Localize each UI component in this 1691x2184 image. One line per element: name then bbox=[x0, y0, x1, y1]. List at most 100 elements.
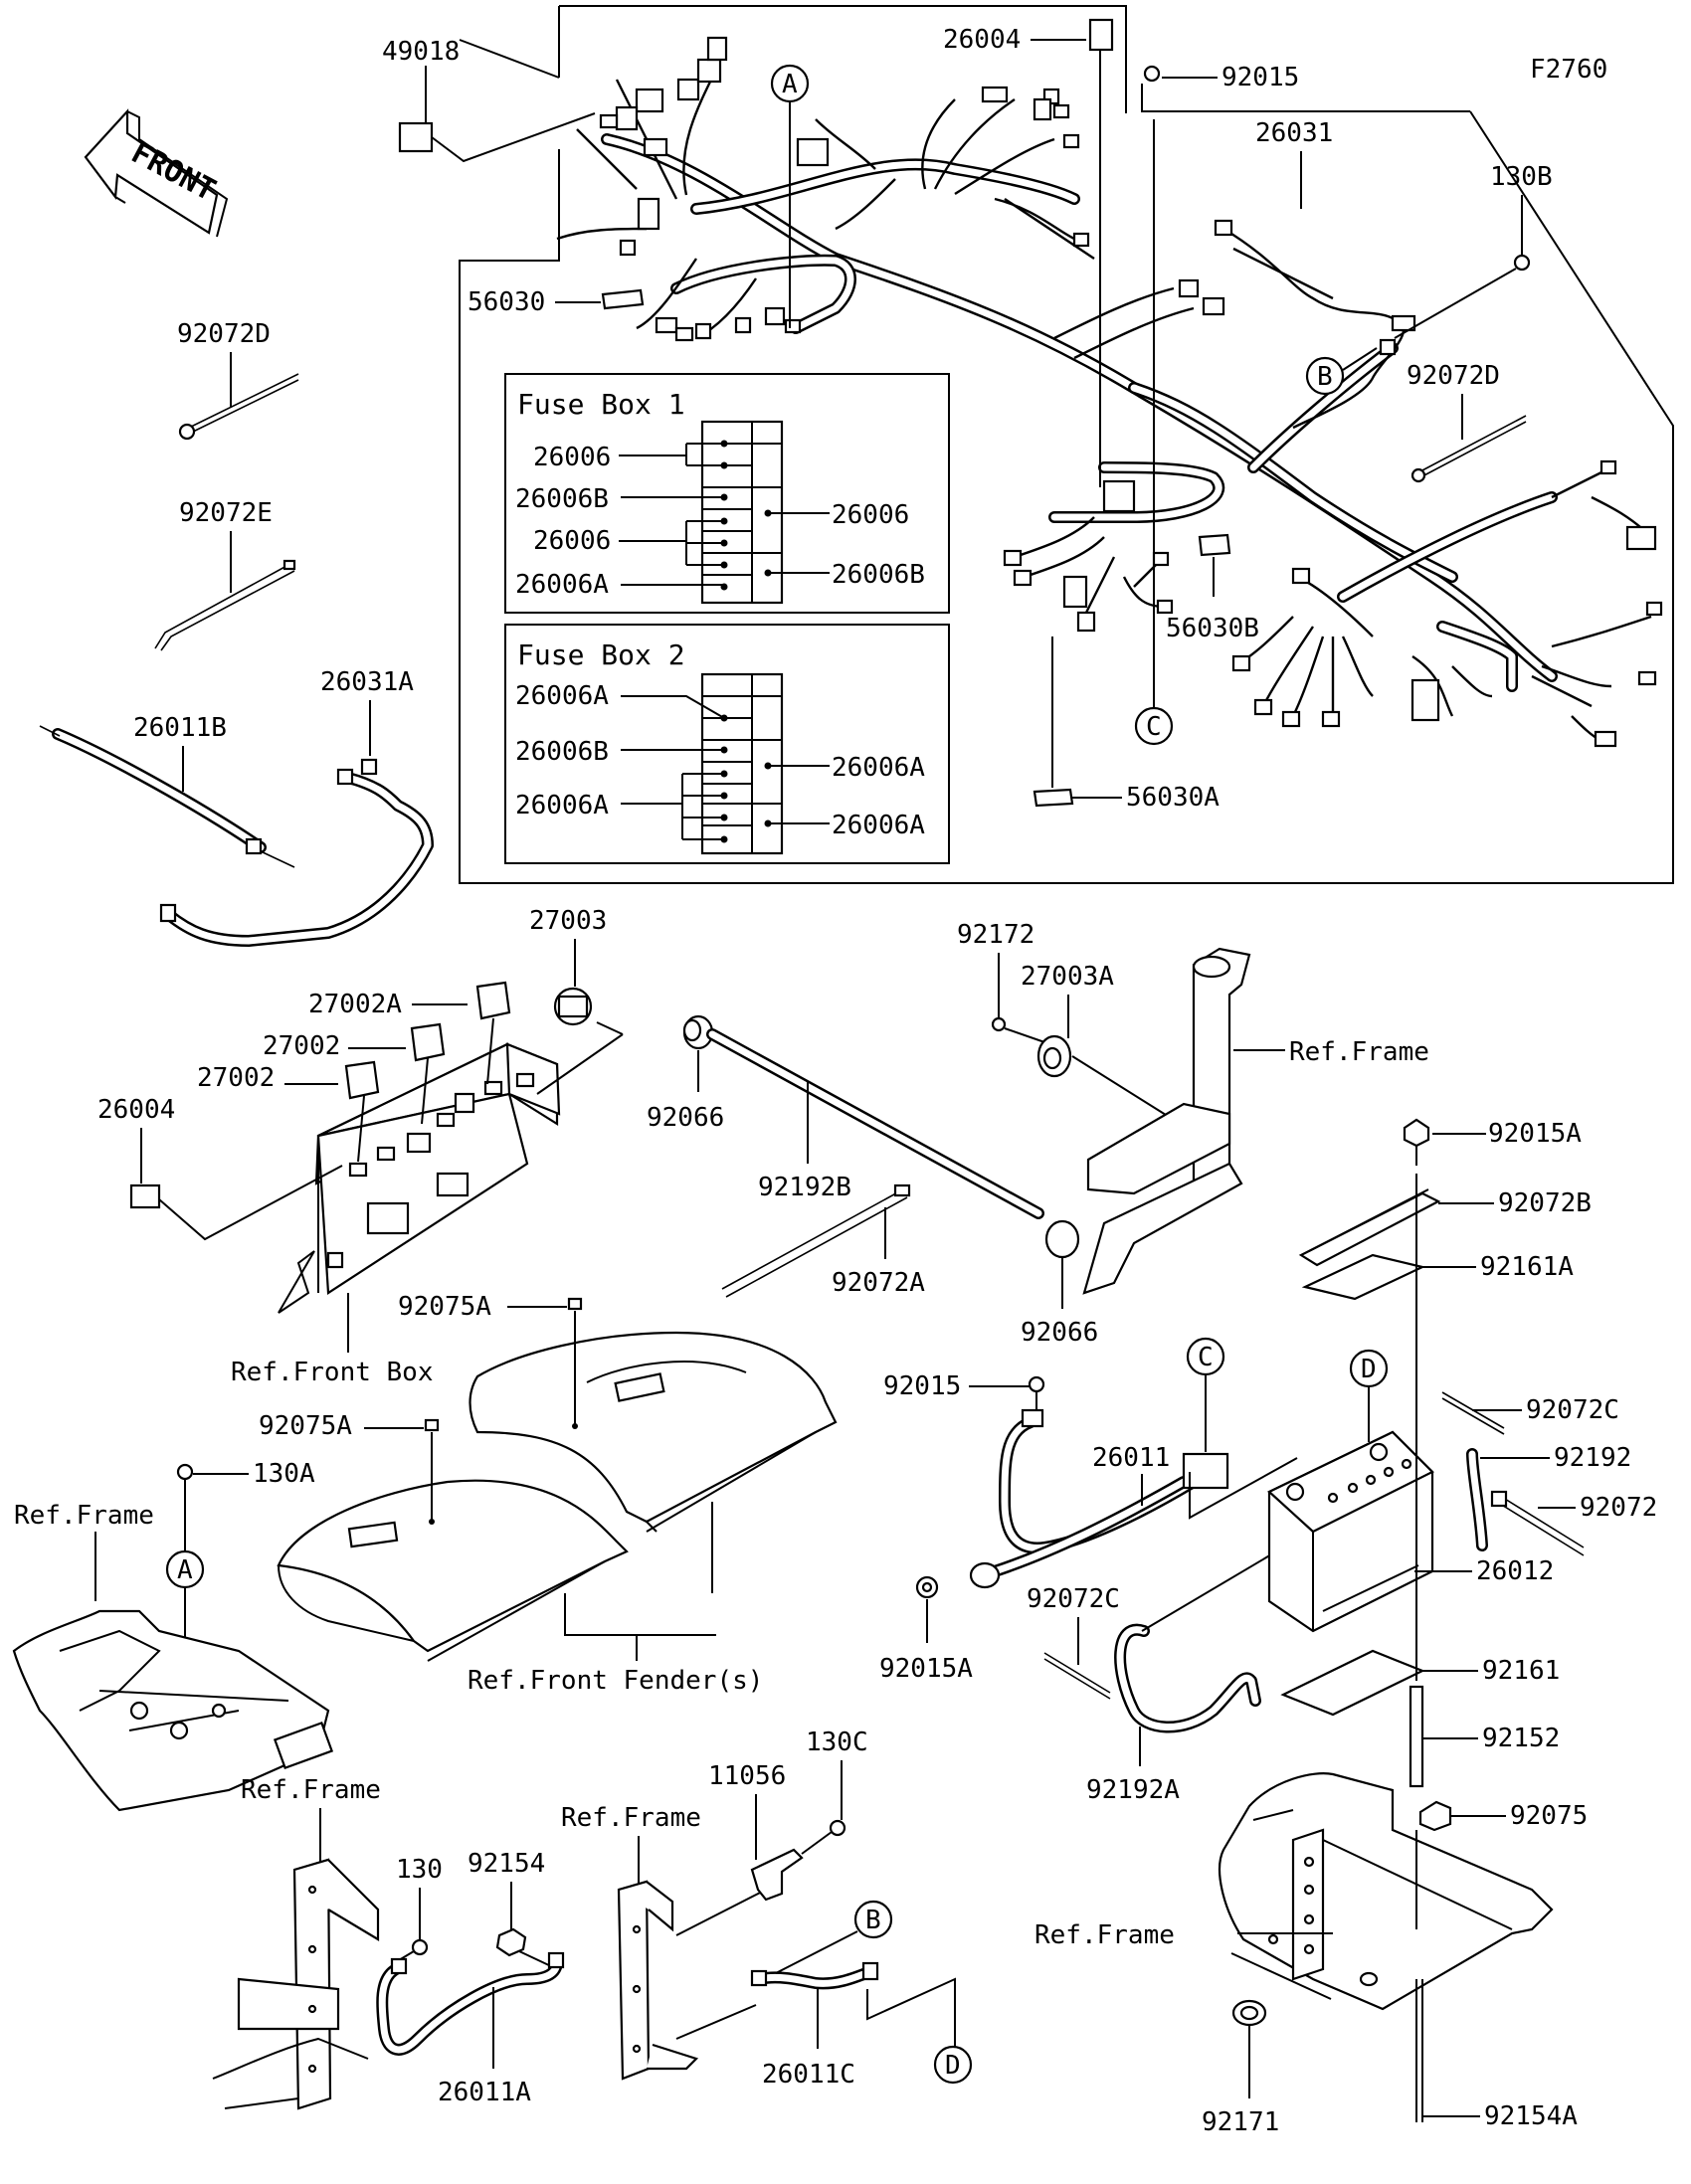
label-92192B: 92192B bbox=[758, 1173, 851, 1202]
part-26031[interactable]: 26031 bbox=[1255, 118, 1333, 209]
part-92072[interactable]: 92072 bbox=[1490, 1490, 1657, 1556]
part-49018[interactable]: 49018 bbox=[382, 37, 596, 163]
part-92154[interactable]: 92154 bbox=[468, 1849, 554, 1968]
label-26012: 26012 bbox=[1476, 1556, 1554, 1586]
label-26011B: 26011B bbox=[133, 713, 227, 743]
part-92015A-right[interactable]: 92015A bbox=[1403, 1118, 1582, 1166]
part-26031A[interactable]: 26031A bbox=[159, 667, 434, 947]
label-92161: 92161 bbox=[1482, 1656, 1560, 1686]
part-92075A-a[interactable]: 92075A bbox=[398, 1292, 583, 1429]
callout-B-bottom-label: B bbox=[865, 1906, 881, 1935]
main-wire-harness bbox=[556, 36, 1663, 748]
part-92072D-left[interactable]: 92072D bbox=[177, 319, 299, 441]
label-26031: 26031 bbox=[1255, 118, 1333, 148]
fuse-box-1-title: Fuse Box 1 bbox=[517, 388, 685, 421]
part-92072E[interactable]: 92072E bbox=[154, 498, 296, 651]
ref-frame-bm: Ref.Frame bbox=[561, 1803, 701, 1833]
label-130B: 130B bbox=[1490, 162, 1553, 192]
part-92161A[interactable]: 92161A bbox=[1301, 1252, 1574, 1301]
fb2-left-1: 26006A bbox=[515, 681, 609, 711]
part-26011B[interactable]: 26011B bbox=[39, 713, 295, 868]
part-130A[interactable]: 130A bbox=[176, 1459, 315, 1551]
part-92072C-a[interactable]: 92072C bbox=[1027, 1584, 1120, 1700]
label-92015A-left: 92015A bbox=[879, 1654, 973, 1684]
fb1-left-2: 26006B bbox=[515, 484, 609, 514]
label-92152: 92152 bbox=[1482, 1724, 1560, 1753]
fb1-right-1: 26006 bbox=[832, 500, 909, 530]
label-92075A-a: 92075A bbox=[398, 1292, 491, 1322]
label-92192A: 92192A bbox=[1086, 1775, 1180, 1805]
part-27002-lower[interactable]: 27002 bbox=[197, 1060, 380, 1163]
label-26011: 26011 bbox=[1092, 1443, 1170, 1473]
callout-A-top-label: A bbox=[782, 70, 798, 99]
part-92192A[interactable]: 92192A bbox=[1086, 1547, 1284, 1805]
label-92154A: 92154A bbox=[1484, 2101, 1578, 2131]
part-26011A[interactable]: 26011A bbox=[376, 1951, 565, 2107]
fb2-right-1: 26006A bbox=[832, 753, 925, 783]
part-92154A[interactable]: 92154A bbox=[1415, 1979, 1578, 2131]
diagram-code: F2760 bbox=[1530, 55, 1607, 85]
battery-tray-frame: Ref.Frame bbox=[1034, 1772, 1554, 2011]
part-92075A-b[interactable]: 92075A bbox=[259, 1411, 440, 1525]
label-92161A: 92161A bbox=[1480, 1252, 1574, 1282]
frame-left: Ref.Frame bbox=[12, 1501, 334, 1812]
part-92015[interactable]: 92015 bbox=[883, 1371, 1045, 1416]
front-fender-right bbox=[469, 1331, 838, 1533]
part-56030A[interactable]: 56030A bbox=[1033, 637, 1220, 813]
part-56030B[interactable]: 56030B bbox=[1166, 533, 1259, 643]
part-92152[interactable]: 92152 bbox=[1409, 1685, 1560, 1788]
part-92015A-left[interactable]: 92015A bbox=[879, 1575, 973, 1684]
part-92192B[interactable]: 92192B bbox=[706, 1028, 1044, 1219]
label-92066-b: 92066 bbox=[1021, 1318, 1098, 1348]
label-56030A: 56030A bbox=[1126, 783, 1220, 813]
part-27002A[interactable]: 27002A bbox=[308, 981, 511, 1085]
callout-A-top: A bbox=[770, 64, 810, 328]
part-130B[interactable]: 130B bbox=[1394, 162, 1553, 339]
part-26012-battery[interactable]: 26012 bbox=[1267, 1430, 1554, 1633]
ref-frame-bl: Ref.Frame bbox=[241, 1775, 381, 1805]
part-26011[interactable]: 26011 bbox=[969, 1408, 1298, 1589]
part-92075[interactable]: 92075 bbox=[1418, 1800, 1588, 1832]
part-92066-b[interactable]: 92066 bbox=[1021, 1219, 1098, 1348]
part-92192[interactable]: 92192 bbox=[1466, 1443, 1631, 1551]
fb1-left-4: 26006A bbox=[515, 570, 609, 600]
part-27003[interactable]: 27003 bbox=[529, 906, 624, 1095]
label-26031A: 26031A bbox=[320, 667, 414, 697]
label-92072E: 92072E bbox=[179, 498, 273, 528]
part-92072B[interactable]: 92072B bbox=[1298, 1188, 1592, 1267]
ref-frame-mid: Ref.Frame bbox=[1289, 1037, 1429, 1067]
part-56030[interactable]: 56030 bbox=[468, 287, 645, 317]
label-92072C-b: 92072C bbox=[1526, 1395, 1619, 1425]
front-arrow-icon: FRONT bbox=[84, 108, 229, 238]
part-130[interactable]: 130 bbox=[393, 1855, 443, 1964]
part-11056[interactable]: 11056 bbox=[708, 1761, 804, 1902]
callout-D-bottom-label: D bbox=[945, 2051, 961, 2081]
frame-bottom-left: Ref.Frame bbox=[212, 1775, 381, 2110]
callout-C-top: C bbox=[1134, 119, 1174, 746]
label-92015A-right: 92015A bbox=[1488, 1119, 1582, 1149]
part-26004-mid[interactable]: 26004 bbox=[97, 1095, 343, 1241]
part-92066-a[interactable]: 92066 bbox=[647, 1014, 724, 1133]
part-26004-top[interactable]: 26004 bbox=[943, 18, 1114, 487]
label-56030B: 56030B bbox=[1166, 614, 1259, 643]
part-130C[interactable]: 130C bbox=[801, 1728, 868, 1855]
part-27002-upper[interactable]: 27002 bbox=[263, 1022, 446, 1125]
label-27003A: 27003A bbox=[1021, 962, 1114, 992]
frame-mid: Ref.Frame bbox=[1082, 947, 1429, 1295]
part-92171[interactable]: 92171 bbox=[1202, 1999, 1279, 2137]
part-92072C-b[interactable]: 92072C bbox=[1441, 1391, 1619, 1435]
part-92172[interactable]: 92172 bbox=[957, 920, 1051, 1045]
part-27003A[interactable]: 27003A bbox=[1021, 962, 1175, 1121]
frame-bottom-mid: Ref.Frame bbox=[561, 1803, 767, 2081]
label-11056: 11056 bbox=[708, 1761, 786, 1791]
callout-D-top: D bbox=[1349, 1349, 1389, 1442]
part-92015-top[interactable]: 92015 bbox=[1143, 63, 1299, 92]
part-92072A[interactable]: 92072A bbox=[721, 1183, 925, 1298]
label-92066-a: 92066 bbox=[647, 1103, 724, 1133]
label-92172: 92172 bbox=[957, 920, 1034, 950]
part-92072D-right[interactable]: 92072D bbox=[1407, 361, 1527, 483]
part-26011C[interactable]: 26011C bbox=[750, 1961, 956, 2090]
part-92161[interactable]: 92161 bbox=[1280, 1649, 1560, 1717]
callout-C-bottom-label: C bbox=[1198, 1343, 1214, 1372]
label-130A: 130A bbox=[253, 1459, 315, 1489]
